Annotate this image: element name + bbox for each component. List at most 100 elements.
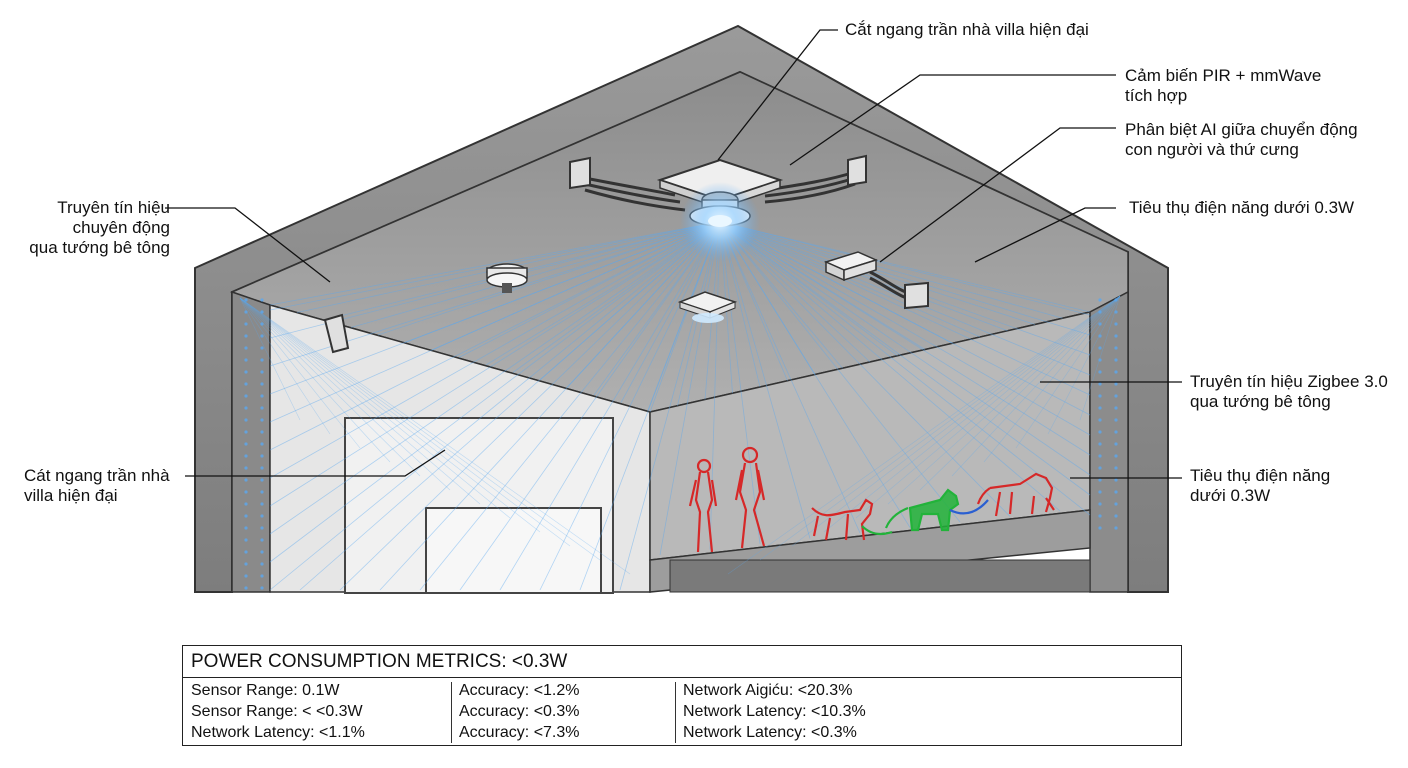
label-motion-signal-line1: Truyên tín hiệu xyxy=(57,198,170,217)
beam-line xyxy=(269,221,721,306)
label-power-lower-line2: dưới 0.3W xyxy=(1190,486,1271,505)
signal-dot xyxy=(1098,442,1102,446)
signal-dot xyxy=(260,526,264,530)
beam-line xyxy=(269,221,721,423)
beam-line xyxy=(719,221,1091,516)
beam-line xyxy=(727,295,1121,575)
beam-line xyxy=(1047,295,1121,435)
signal-dot xyxy=(1098,394,1102,398)
power-metrics-table: POWER CONSUMPTION METRICS: <0.3W Sensor … xyxy=(182,645,1182,746)
pet-figures xyxy=(811,472,1055,541)
signal-dot xyxy=(244,442,248,446)
signal-dot xyxy=(1114,418,1118,422)
signal-dot xyxy=(244,526,248,530)
signal-dot xyxy=(260,466,264,470)
beam-line xyxy=(239,297,541,533)
beam-line xyxy=(269,221,721,395)
signal-dot xyxy=(260,478,264,482)
label-power-lower: Tiêu thụ điện năng dưới 0.3W xyxy=(1190,466,1330,506)
beam-line xyxy=(299,221,721,591)
label-ai-distinction-line2: con người và thứ cưng xyxy=(1125,140,1299,159)
beam-line xyxy=(719,221,1091,496)
beam-line xyxy=(1079,295,1121,421)
label-zigbee-line2: qua tướng bê tông xyxy=(1190,392,1331,411)
beam-line xyxy=(379,221,721,591)
label-sensor-type-line2: tích hợp xyxy=(1125,86,1188,105)
label-cross-section-left: Cát ngang trần nhà villa hiện đại xyxy=(24,466,170,506)
signal-dot xyxy=(244,298,248,302)
pir-module xyxy=(823,251,879,282)
villa-ceiling-cross-section xyxy=(165,24,1182,594)
beam-line xyxy=(239,297,331,435)
signal-dot xyxy=(1098,322,1102,326)
signal-dot xyxy=(1114,322,1118,326)
beam-line xyxy=(719,221,1091,476)
label-motion-signal: Truyên tín hiệu chuyên động qua tướng bê… xyxy=(20,198,170,258)
beam-line xyxy=(485,221,721,366)
beam-line xyxy=(512,221,721,373)
beam-line xyxy=(419,221,721,591)
mount-brackets xyxy=(323,154,929,354)
metrics-cell: Accuracy: <1.2% xyxy=(459,682,580,699)
beam-line xyxy=(431,221,721,351)
signal-dot xyxy=(1114,382,1118,386)
signal-dot xyxy=(1098,514,1102,518)
signal-dot xyxy=(1114,490,1118,494)
signal-dot xyxy=(1098,334,1102,338)
main-sensor xyxy=(656,158,784,262)
signal-dot xyxy=(244,322,248,326)
lower-room xyxy=(669,559,1091,593)
beam-line xyxy=(983,295,1121,463)
signal-dot xyxy=(1114,406,1118,410)
signal-dot xyxy=(244,562,248,566)
signal-dot xyxy=(260,310,264,314)
signal-dot xyxy=(260,394,264,398)
beam-line xyxy=(239,297,511,519)
beam-line xyxy=(719,221,811,539)
signal-dot xyxy=(1114,466,1118,470)
metrics-cell: Accuracy: <0.3% xyxy=(459,703,580,720)
signal-dot xyxy=(244,454,248,458)
metrics-column-1: Sensor Range: 0.1W Sensor Range: < <0.3W… xyxy=(191,680,365,745)
label-ai-distinction: Phân biệt AI giữa chuyển động con người … xyxy=(1125,120,1358,160)
metrics-cell: Network Aigiću: <20.3% xyxy=(683,682,853,699)
beam-line xyxy=(855,295,1121,519)
signal-dot xyxy=(1098,490,1102,494)
beam-line xyxy=(887,295,1121,505)
label-cross-section-left-line2: villa hiện đại xyxy=(24,486,118,505)
signal-dot xyxy=(1098,358,1102,362)
beam-line xyxy=(539,221,721,591)
label-zigbee-line1: Truyên tín hiệu Zigbee 3.0 xyxy=(1190,372,1388,391)
signal-dot xyxy=(1114,430,1118,434)
metrics-cell: Network Latency: <0.3% xyxy=(683,724,857,741)
signal-dot xyxy=(260,574,264,578)
beam-line xyxy=(1015,295,1121,449)
signal-dot xyxy=(1114,370,1118,374)
signal-dot xyxy=(1098,454,1102,458)
smoke-detector xyxy=(486,263,528,293)
door-inner xyxy=(425,507,602,594)
signal-dot xyxy=(244,310,248,314)
signal-dot xyxy=(1114,526,1118,530)
signal-dot xyxy=(1114,334,1118,338)
signal-dot xyxy=(244,418,248,422)
signal-dot xyxy=(244,334,248,338)
beam-line xyxy=(719,221,1011,517)
beam-line xyxy=(719,221,926,350)
left-wall xyxy=(231,290,271,593)
signal-dot xyxy=(260,406,264,410)
beam-line xyxy=(350,221,721,328)
signal-dot xyxy=(244,406,248,410)
beam-line xyxy=(377,221,721,336)
signal-dot xyxy=(1098,370,1102,374)
signal-dot xyxy=(1098,346,1102,350)
beam-line xyxy=(269,221,721,535)
beam-line xyxy=(719,221,981,338)
signal-dot xyxy=(1114,478,1118,482)
beam-line xyxy=(719,221,911,528)
signal-dot xyxy=(244,370,248,374)
signal-dot xyxy=(244,574,248,578)
beam-line xyxy=(719,221,1091,336)
signal-dot xyxy=(1098,466,1102,470)
beam-line xyxy=(719,221,1091,416)
